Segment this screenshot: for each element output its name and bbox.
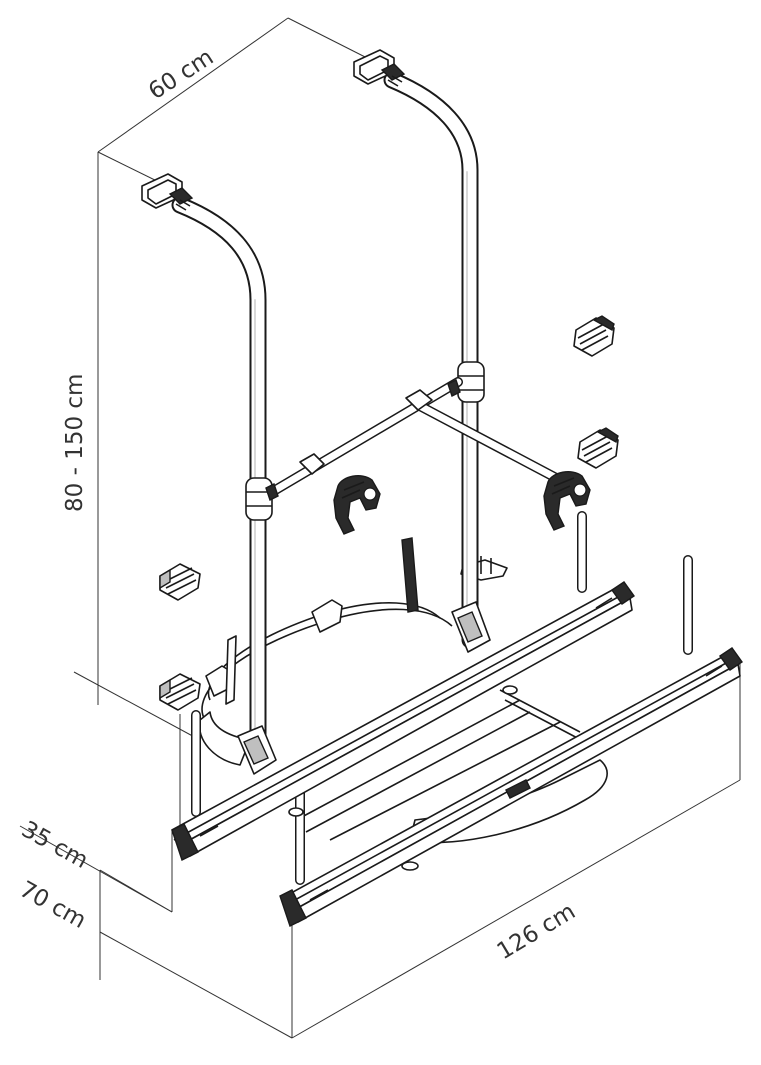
frame-clamps <box>237 471 591 775</box>
dimension-lines <box>19 17 741 1039</box>
wheel-rail-front <box>171 581 635 861</box>
wall-bracket-icons <box>159 315 619 711</box>
height-label: 80 - 150 cm <box>62 374 88 512</box>
base-height-label: 70 cm <box>15 877 90 934</box>
length-label: 126 cm <box>493 898 580 965</box>
rail-offset-label: 35 cm <box>17 817 92 874</box>
top-wall-mounts <box>141 49 406 211</box>
upright-frame <box>171 71 565 749</box>
wheel-rail-rear <box>279 647 743 927</box>
